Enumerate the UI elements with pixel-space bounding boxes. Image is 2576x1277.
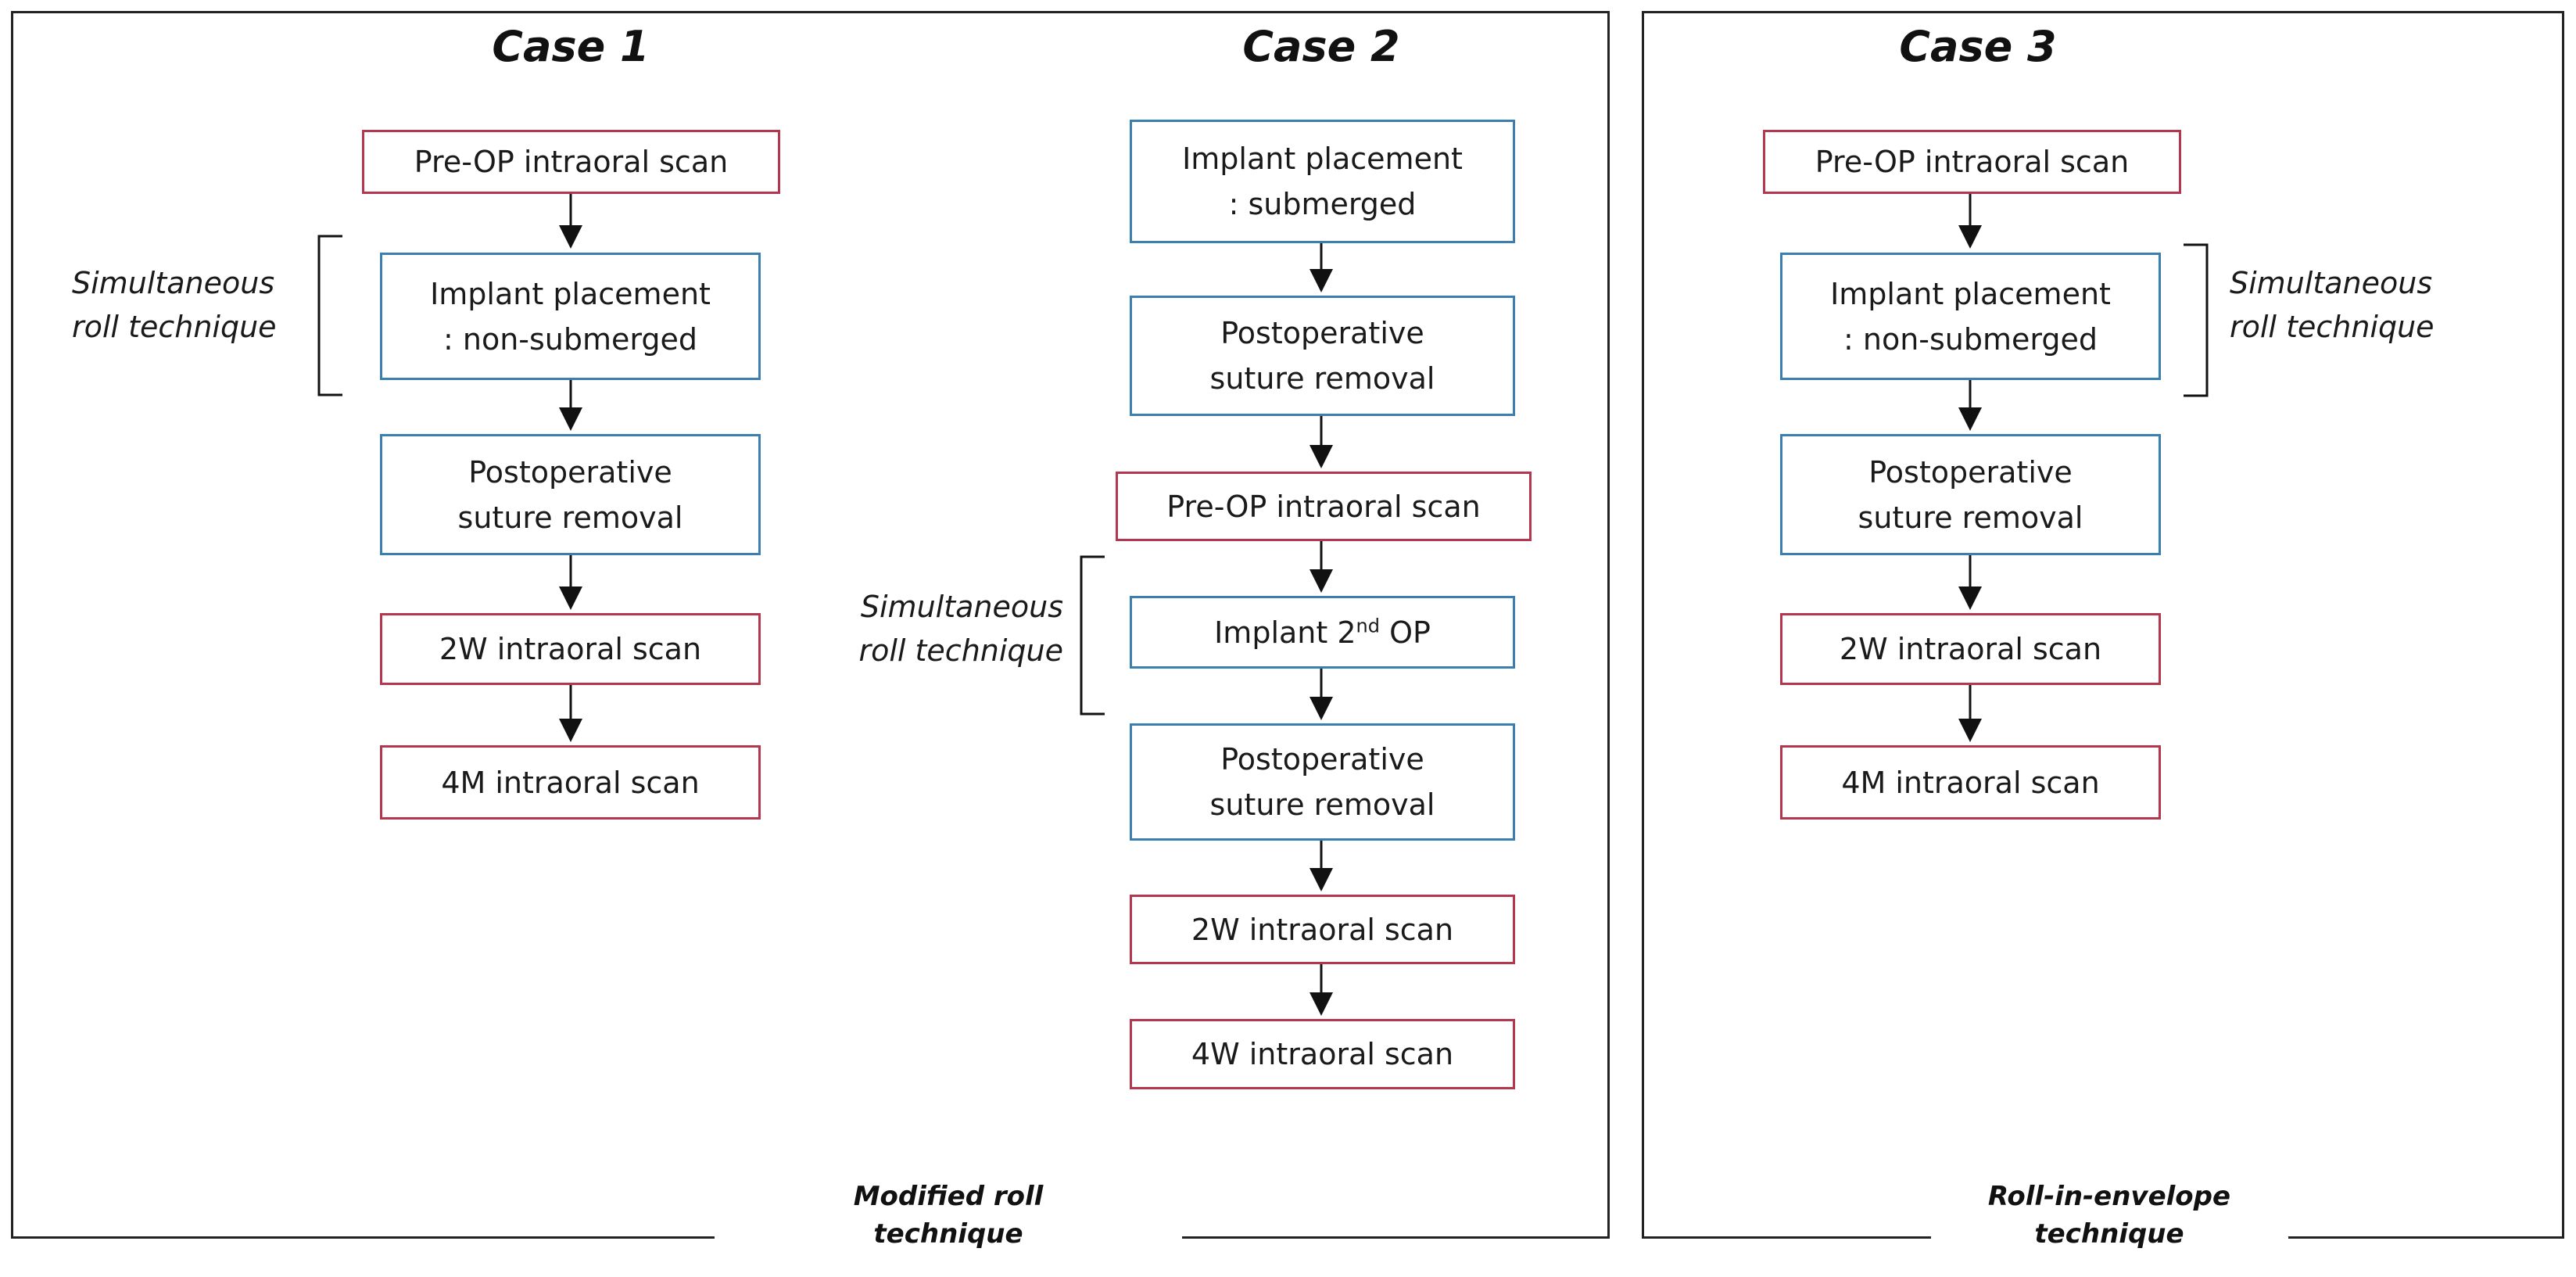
case1-suture-removal-line1: Postoperative <box>468 454 672 490</box>
case1-2w-scan-box: 2W intraoral scan <box>380 613 761 685</box>
case3-note-line1: Simultaneous <box>2230 266 2433 300</box>
case3-4m-scan-label: 4M intraoral scan <box>1841 765 2100 800</box>
case3-implant-placement-line1: Implant placement <box>1830 276 2111 311</box>
case1-2w-scan-label: 2W intraoral scan <box>439 632 702 666</box>
case1-4m-scan-label: 4M intraoral scan <box>441 765 700 800</box>
case1-4m-scan-box: 4M intraoral scan <box>380 745 761 820</box>
case1-suture-removal-box: Postoperative suture removal <box>380 434 761 555</box>
case2-2w-scan-label: 2W intraoral scan <box>1191 912 1454 947</box>
case3-4m-scan-box: 4M intraoral scan <box>1780 745 2161 820</box>
left-footer-line2: technique <box>873 1218 1023 1250</box>
left-footer-line1: Modified roll <box>853 1181 1044 1212</box>
left-panel-bottom-left <box>11 1236 715 1239</box>
case-2-title: Case 2 <box>1242 22 1400 71</box>
case2-suture-removal-1-line1: Postoperative <box>1220 316 1424 350</box>
left-panel <box>11 11 1610 1239</box>
left-panel-bottom-right <box>1182 1236 1610 1239</box>
case2-implant-placement-line1: Implant placement <box>1182 142 1463 176</box>
case2-suture-removal-box-1: Postoperative suture removal <box>1130 296 1515 416</box>
case-3-title: Case 3 <box>1899 22 2057 71</box>
case2-note-line2: roll technique <box>858 633 1063 668</box>
case3-suture-removal-line1: Postoperative <box>1868 454 2073 490</box>
case3-2w-scan-label: 2W intraoral scan <box>1839 632 2102 666</box>
case3-pre-op-scan-box: Pre-OP intraoral scan <box>1763 130 2181 194</box>
case3-note: Simultaneous roll technique <box>2230 261 2464 349</box>
case3-implant-placement-box: Implant placement : non-submerged <box>1780 253 2161 380</box>
case3-pre-op-scan-label: Pre-OP intraoral scan <box>1815 145 2130 179</box>
case1-note: Simultaneous roll technique <box>72 261 306 349</box>
case3-suture-removal-box: Postoperative suture removal <box>1780 434 2161 555</box>
case1-note-line2: roll technique <box>72 310 277 344</box>
case1-suture-removal-line2: suture removal <box>457 500 683 535</box>
case3-2w-scan-box: 2W intraoral scan <box>1780 613 2161 685</box>
case2-suture-removal-box-2: Postoperative suture removal <box>1130 723 1515 841</box>
case2-pre-op-scan-label: Pre-OP intraoral scan <box>1166 489 1481 524</box>
case2-implant-2nd-op-box: Implant 2nd OP <box>1130 596 1515 669</box>
case2-2w-scan-box: 2W intraoral scan <box>1130 895 1515 964</box>
case1-bracket <box>317 235 342 396</box>
case2-pre-op-scan-box: Pre-OP intraoral scan <box>1116 472 1532 541</box>
case2-implant-placement-line2: : submerged <box>1228 187 1417 221</box>
right-panel <box>1642 11 2564 1239</box>
right-panel-bottom-right <box>2288 1236 2564 1239</box>
case2-4w-scan-box: 4W intraoral scan <box>1130 1019 1515 1089</box>
case3-implant-placement-line2: : non-submerged <box>1843 321 2098 357</box>
case2-suture-removal-2-line2: suture removal <box>1209 787 1435 822</box>
case3-suture-removal-line2: suture removal <box>1858 500 2083 535</box>
right-footer-line1: Roll-in-envelope <box>1987 1181 2231 1212</box>
case2-implant-placement-box: Implant placement : submerged <box>1130 120 1515 243</box>
case2-note: Simultaneous roll technique <box>821 585 1063 673</box>
case2-bracket <box>1080 555 1105 716</box>
case1-pre-op-scan-label: Pre-OP intraoral scan <box>414 145 729 179</box>
case1-note-line1: Simultaneous <box>72 266 275 300</box>
case2-suture-removal-1-line2: suture removal <box>1209 361 1435 396</box>
left-panel-footer: Modified roll technique <box>792 1178 1105 1253</box>
right-panel-footer: Roll-in-envelope technique <box>1953 1178 2266 1253</box>
case1-implant-placement-box: Implant placement : non-submerged <box>380 253 761 380</box>
case3-bracket <box>2184 243 2209 397</box>
case1-implant-placement-line1: Implant placement <box>430 276 711 311</box>
case2-implant-2nd-op-label: Implant 2nd OP <box>1214 614 1431 650</box>
case2-note-line1: Simultaneous <box>860 590 1063 624</box>
right-panel-bottom-left <box>1642 1236 1931 1239</box>
case1-implant-placement-line2: : non-submerged <box>443 321 697 357</box>
case2-4w-scan-label: 4W intraoral scan <box>1191 1037 1454 1071</box>
right-footer-line2: technique <box>2034 1218 2184 1250</box>
case1-pre-op-scan-box: Pre-OP intraoral scan <box>362 130 780 194</box>
case3-note-line2: roll technique <box>2230 310 2434 344</box>
case2-suture-removal-2-line1: Postoperative <box>1220 742 1424 777</box>
case-1-title: Case 1 <box>492 22 650 71</box>
